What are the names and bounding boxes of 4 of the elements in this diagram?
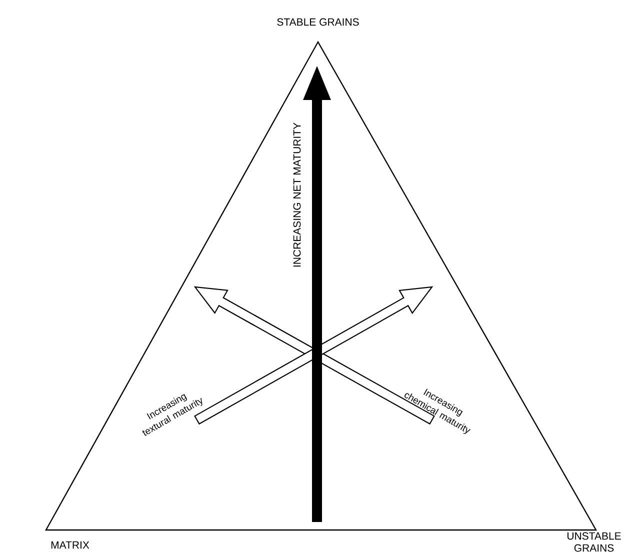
axis-label: UNSTABLE GRAINS (568, 532, 621, 552)
arrow-label: INCREASING NET MATURITY (293, 122, 301, 267)
axis-label: MATRIX (51, 541, 90, 549)
axis-label: STABLE GRAINS (277, 18, 359, 26)
